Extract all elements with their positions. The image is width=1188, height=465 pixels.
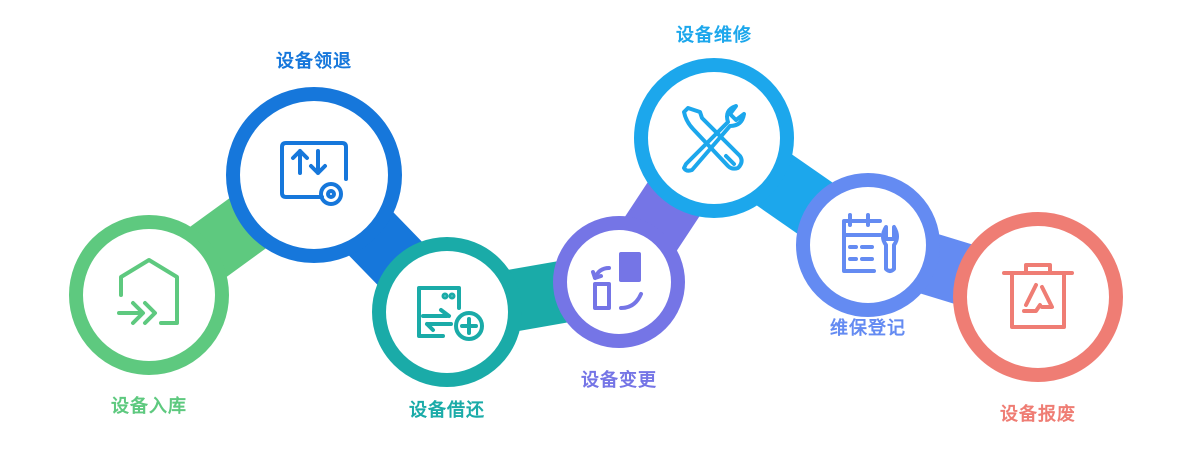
maintenance-register-icon (842, 213, 899, 273)
step-node-borrow-return[interactable] (372, 237, 522, 387)
step-label-warehouse-in: 设备入库 (111, 396, 187, 417)
borrow-return-icon (417, 286, 484, 341)
step-label-maintenance-register: 维保登记 (830, 318, 906, 339)
transfer-settings-icon (280, 141, 348, 206)
step-node-scrap[interactable] (953, 212, 1123, 382)
step-node-maintenance-register[interactable] (796, 173, 940, 317)
step-node-warehouse-in[interactable] (69, 215, 229, 375)
step-node-repair[interactable] (634, 58, 794, 218)
step-label-receive-return: 设备领退 (276, 51, 352, 72)
warehouse-in-icon (117, 258, 179, 325)
step-label-scrap: 设备报废 (1000, 404, 1076, 425)
step-circle (953, 212, 1123, 382)
step-circle (372, 237, 522, 387)
step-label-change: 设备变更 (581, 370, 657, 391)
step-label-repair: 设备维修 (676, 25, 752, 46)
step-circle (69, 215, 229, 375)
recycle-bin-icon (1002, 263, 1074, 329)
change-icon (591, 252, 643, 310)
step-node-change[interactable] (553, 216, 685, 348)
repair-tools-icon (682, 104, 746, 173)
step-circle (226, 87, 402, 263)
step-circle (553, 216, 685, 348)
step-node-receive-return[interactable] (226, 87, 402, 263)
step-label-borrow-return: 设备借还 (409, 400, 485, 421)
